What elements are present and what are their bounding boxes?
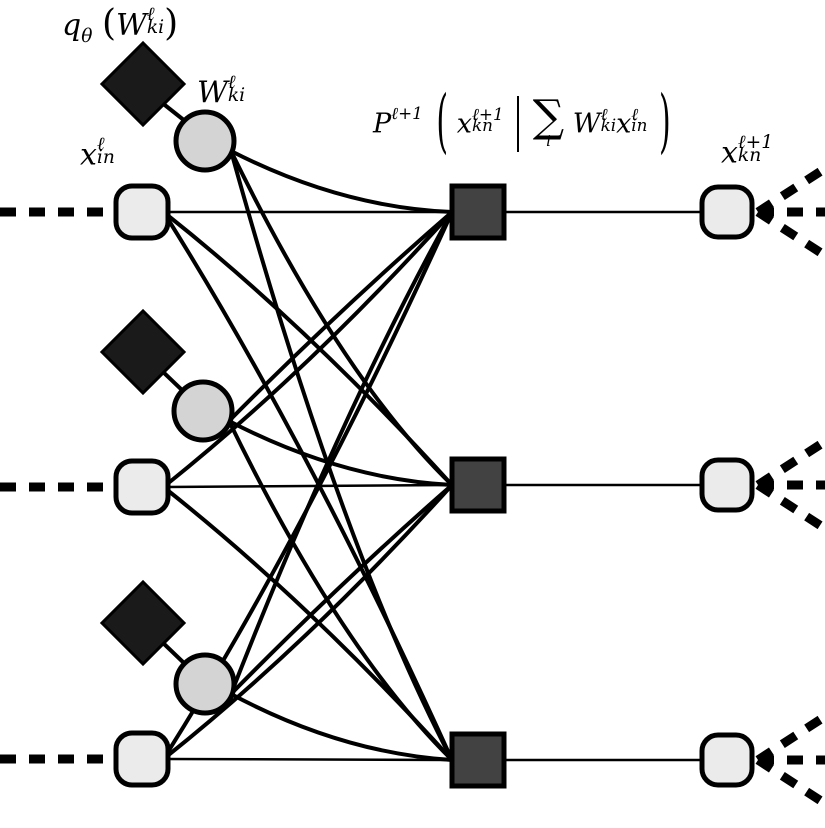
edge-layer bbox=[0, 100, 825, 809]
edge-weight-to-factor bbox=[227, 210, 454, 423]
q-theta-sub: θ bbox=[81, 26, 93, 47]
dashed-output-line bbox=[755, 436, 825, 489]
x-term-group: x ℓ in bbox=[616, 104, 648, 140]
weight-circle-node[interactable] bbox=[171, 379, 235, 443]
edge-input-to-factor bbox=[164, 483, 454, 759]
w-sup: ℓ bbox=[146, 4, 155, 26]
node-layer bbox=[99, 40, 755, 789]
x-symbol: x bbox=[80, 137, 97, 173]
edge-prior-to-weight bbox=[159, 639, 187, 666]
q-symbol: q bbox=[62, 8, 82, 43]
dashed-output-line bbox=[755, 163, 825, 216]
dashed-output-line bbox=[755, 208, 825, 261]
edge-prior-to-weight bbox=[159, 100, 187, 123]
summation-symbol: ∑ i bbox=[532, 90, 565, 151]
dashed-output-line bbox=[755, 481, 825, 534]
factor-square-node[interactable] bbox=[449, 456, 507, 514]
output-variable-node[interactable] bbox=[699, 184, 755, 240]
big-paren-close: ) bbox=[659, 82, 671, 164]
edge-weight-to-factor bbox=[227, 419, 454, 487]
label-x-kn-out: x ℓ+1 kn bbox=[721, 132, 774, 171]
weight-circle-node[interactable] bbox=[173, 652, 237, 716]
input-variable-node[interactable] bbox=[113, 458, 171, 516]
edge-weight-to-factor bbox=[229, 149, 454, 214]
label-x-in: x ℓ in bbox=[80, 134, 115, 173]
edge-input-to-factor bbox=[165, 483, 453, 489]
factor-square-node[interactable] bbox=[449, 183, 507, 241]
paren-close: ) bbox=[164, 3, 179, 44]
edge-input-to-factor bbox=[164, 212, 454, 487]
prior-diamond-node[interactable] bbox=[99, 308, 187, 396]
w-symbol-2: W bbox=[197, 75, 228, 111]
label-w-ki: W ℓ ki bbox=[197, 72, 246, 111]
w-term-group: W ℓ ki bbox=[572, 104, 617, 140]
x-kn-group: x ℓ+1 kn bbox=[456, 104, 504, 140]
xout-sub: kn bbox=[737, 144, 762, 166]
output-variable-node[interactable] bbox=[699, 457, 755, 513]
paren-open: ( bbox=[101, 3, 117, 44]
edge-input-to-factor bbox=[164, 210, 454, 487]
dashed-output-line bbox=[755, 711, 825, 764]
dashed-output-line bbox=[755, 756, 825, 809]
prior-diamond-node[interactable] bbox=[99, 579, 187, 667]
edge-weight-to-factor bbox=[229, 483, 454, 696]
edge-input-to-factor bbox=[165, 757, 453, 762]
input-variable-node[interactable] bbox=[113, 730, 171, 788]
label-p-factor: Pℓ+1 ( x ℓ+1 kn ∑ i W ℓ ki x ℓ in ) bbox=[373, 88, 671, 157]
label-q-theta: qθ (W ℓ ki ) bbox=[62, 6, 178, 47]
weight-circle-node[interactable] bbox=[173, 109, 237, 173]
xout-sup: ℓ+1 bbox=[737, 132, 774, 153]
edge-weight-to-factor bbox=[229, 692, 454, 762]
conditional-bar bbox=[517, 96, 520, 152]
factor-square-node[interactable] bbox=[449, 731, 507, 789]
w-sub: ki bbox=[146, 17, 165, 38]
p-sup: ℓ+1 bbox=[391, 102, 423, 123]
p-symbol: P bbox=[373, 108, 392, 140]
w-symbol: W bbox=[116, 8, 147, 43]
output-variable-node[interactable] bbox=[699, 732, 755, 788]
xin-sub: in bbox=[96, 146, 115, 168]
w2-sub: ki bbox=[227, 84, 246, 106]
w2-sup: ℓ bbox=[227, 72, 236, 93]
prior-diamond-node[interactable] bbox=[99, 40, 187, 128]
edge-prior-to-weight bbox=[159, 368, 185, 393]
edge-input-to-factor bbox=[164, 487, 454, 762]
input-variable-node[interactable] bbox=[113, 183, 171, 241]
xout-symbol: x bbox=[721, 135, 738, 171]
edge-input-to-factor bbox=[164, 214, 454, 762]
big-paren-open: ( bbox=[436, 82, 449, 164]
xin-sup: ℓ bbox=[96, 134, 105, 155]
edge-weight-to-factor bbox=[229, 210, 454, 696]
